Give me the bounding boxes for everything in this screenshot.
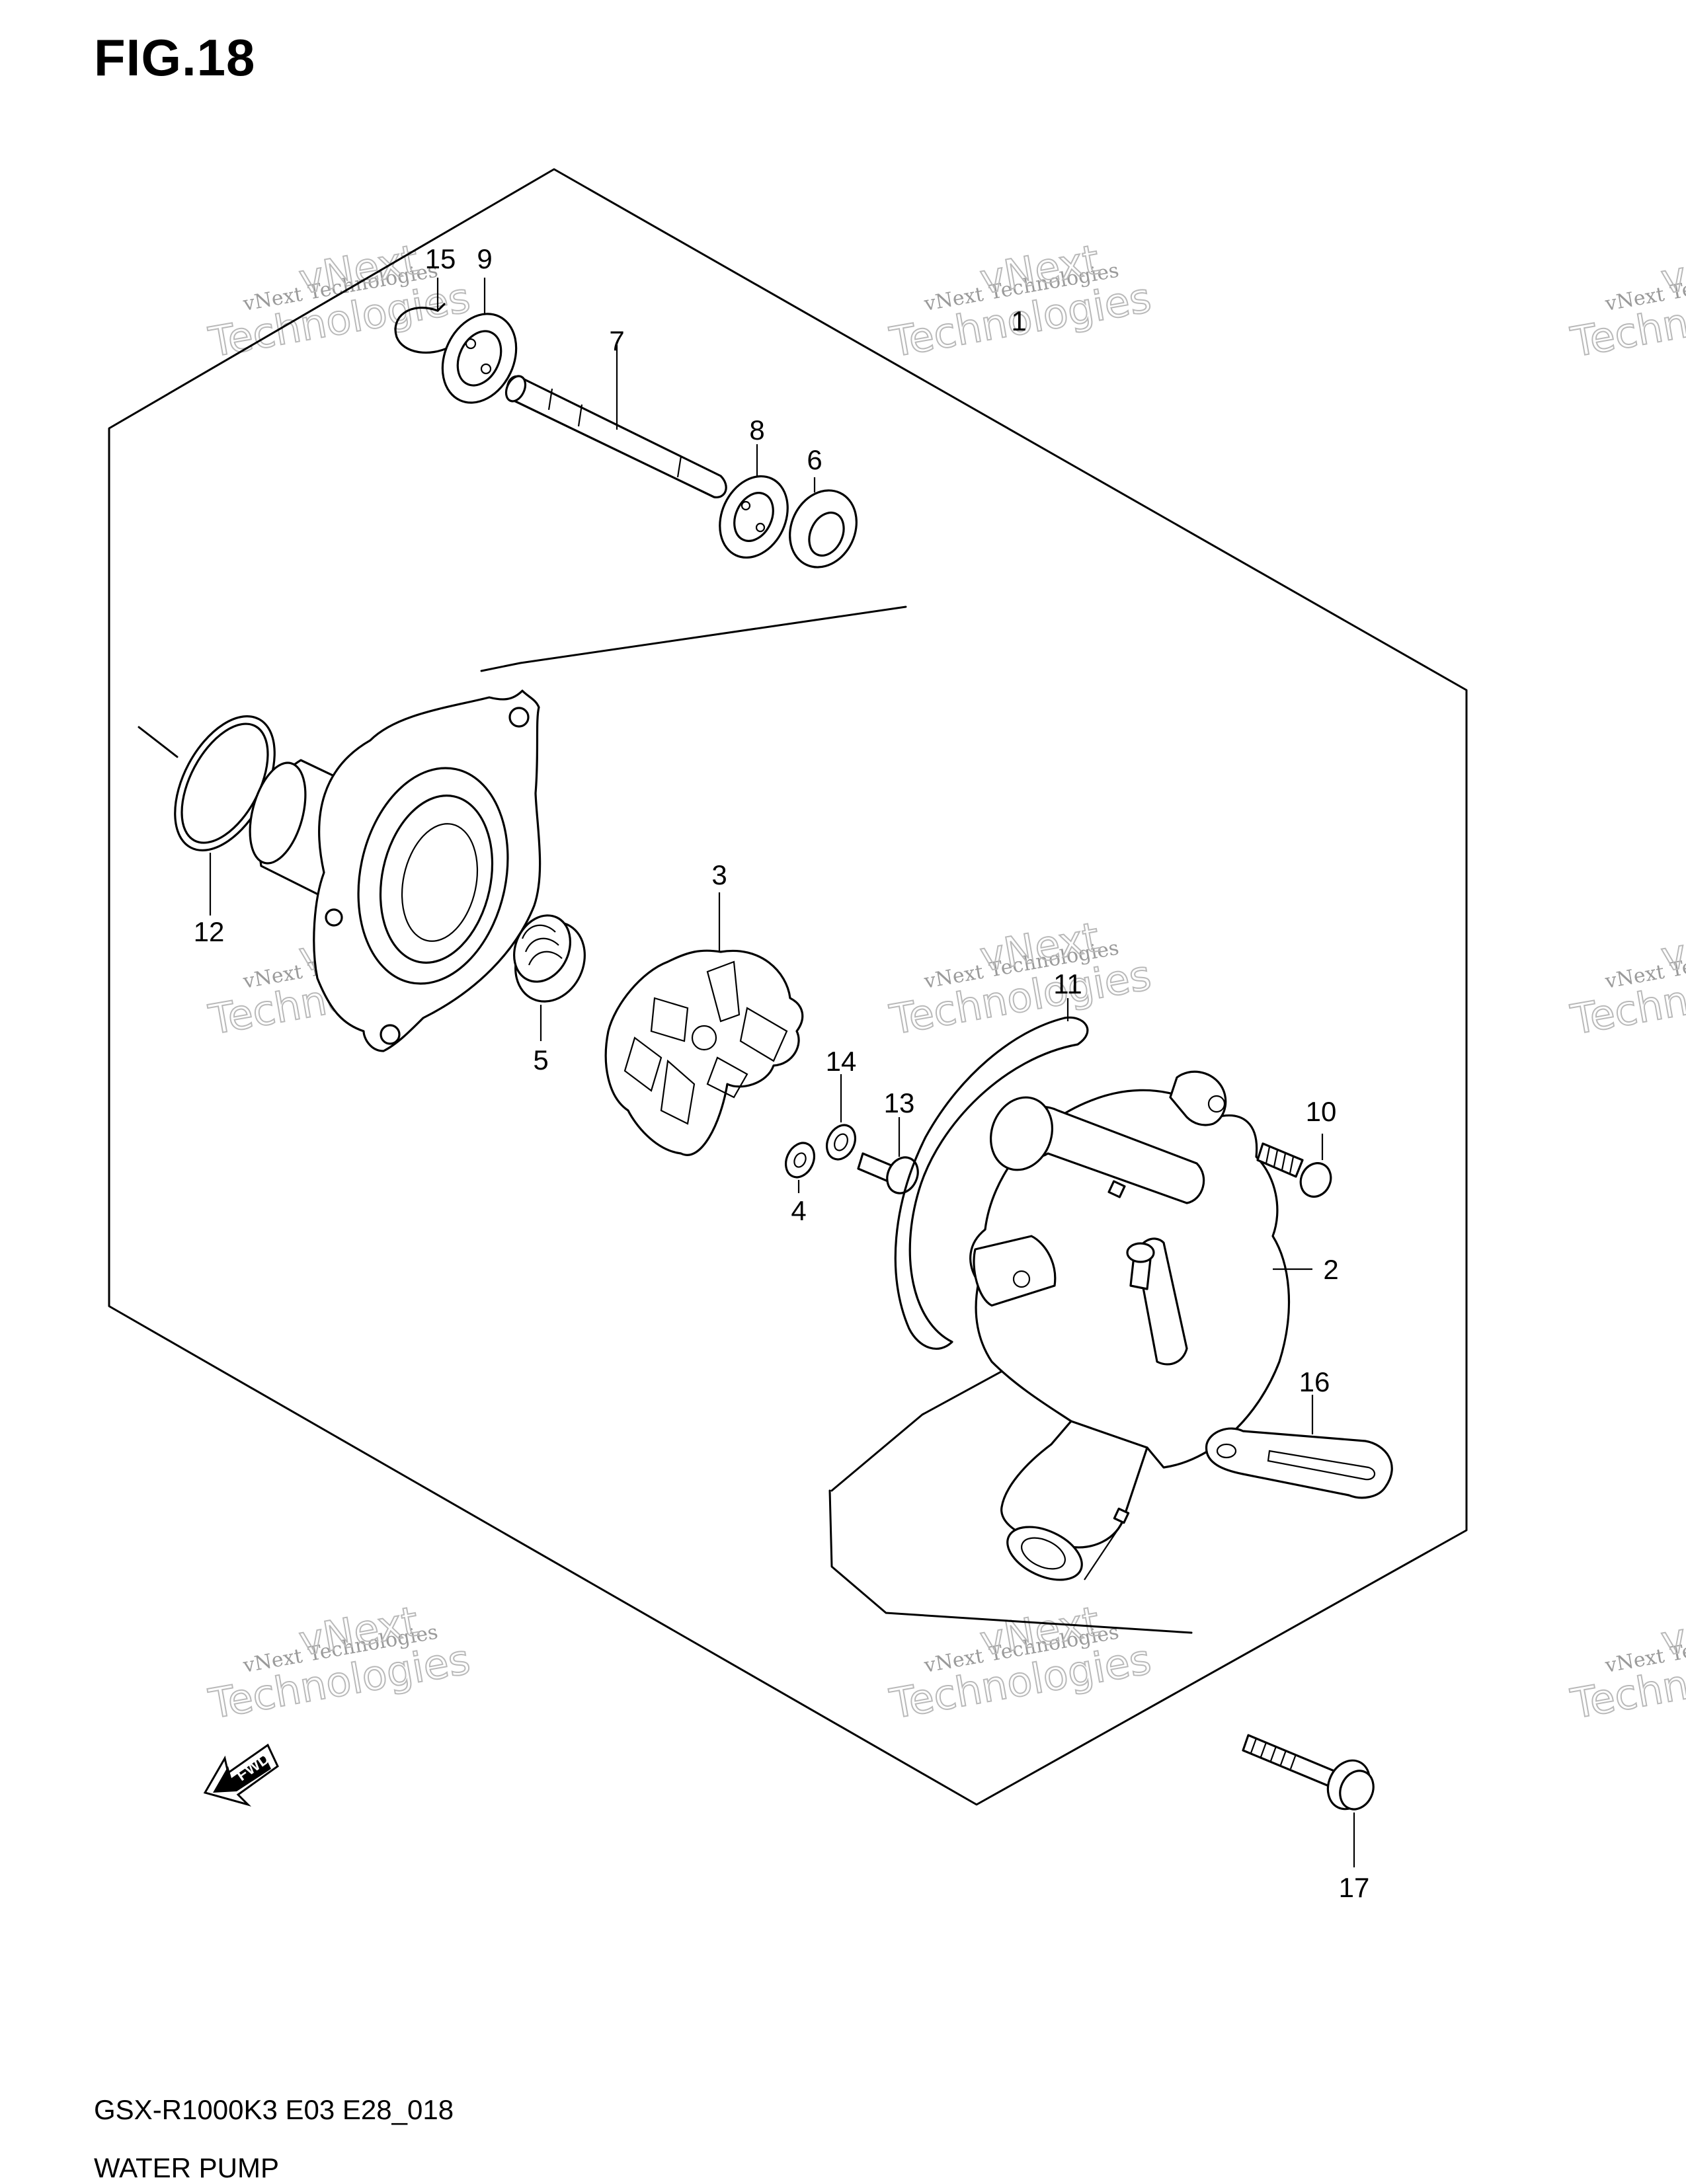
part-1-pump-case bbox=[249, 689, 542, 1052]
part-14-gasket bbox=[825, 1074, 857, 1161]
watermark: vNext Technologies vNext Technologies bbox=[885, 912, 1155, 1045]
part-2-pump-cover bbox=[969, 1070, 1312, 1581]
callout-4: 4 bbox=[791, 1195, 806, 1226]
part-10-bolt bbox=[1256, 1134, 1332, 1198]
callout-labels: 15 9 7 8 6 1 12 3 5 11 14 13 10 4 2 16 1… bbox=[194, 243, 1370, 1903]
callout-9: 9 bbox=[477, 243, 492, 274]
watermark: vNext Technologies vNext Technologies bbox=[1566, 912, 1686, 1045]
callout-15: 15 bbox=[425, 243, 456, 274]
watermark: vNext Technologies vNext Technologies bbox=[1566, 1596, 1686, 1729]
part-15-circlip bbox=[394, 278, 451, 354]
part-6-oil-seal bbox=[789, 477, 858, 568]
part-9-bearing bbox=[441, 278, 518, 404]
callout-11: 11 bbox=[1053, 968, 1082, 999]
callout-1: 1 bbox=[1011, 305, 1026, 336]
diagram-caption: WATER PUMP bbox=[94, 2152, 279, 2183]
part-7-shaft bbox=[504, 345, 727, 498]
callout-7: 7 bbox=[609, 325, 624, 356]
callout-13: 13 bbox=[884, 1087, 915, 1118]
part-4-washer bbox=[784, 1142, 816, 1193]
fwd-arrow-icon: FWD bbox=[203, 1743, 279, 1807]
figure-title: FIG.18 bbox=[94, 28, 256, 87]
callout-17: 17 bbox=[1339, 1872, 1370, 1903]
part-17-flange-bolt bbox=[1242, 1734, 1375, 1867]
part-13-bolt bbox=[857, 1117, 919, 1194]
callout-12: 12 bbox=[194, 916, 225, 947]
part-3-impeller bbox=[604, 892, 804, 1156]
model-code: GSX-R1000K3 E03 E28_018 bbox=[94, 2094, 454, 2125]
callout-16: 16 bbox=[1299, 1366, 1330, 1397]
part-11-o-ring bbox=[894, 998, 1089, 1350]
callout-14: 14 bbox=[826, 1046, 857, 1077]
part-5-mechanical-seal bbox=[513, 914, 586, 1041]
callout-10: 10 bbox=[1306, 1096, 1337, 1127]
callout-8: 8 bbox=[749, 414, 764, 446]
part-8-bearing bbox=[719, 444, 789, 559]
part-16-bracket bbox=[1205, 1395, 1393, 1499]
callout-6: 6 bbox=[807, 444, 822, 475]
callout-2: 2 bbox=[1323, 1254, 1338, 1285]
watermark: vNext Technologies vNext Technologies bbox=[885, 1596, 1155, 1729]
watermark: vNext Technologies vNext Technologies bbox=[204, 1596, 474, 1729]
callout-5: 5 bbox=[533, 1044, 548, 1075]
callout-3: 3 bbox=[711, 859, 727, 890]
watermark: vNext Technologies vNext Technologies bbox=[1566, 235, 1686, 368]
watermark: vNext Technologies vNext Technologies bbox=[885, 235, 1155, 368]
